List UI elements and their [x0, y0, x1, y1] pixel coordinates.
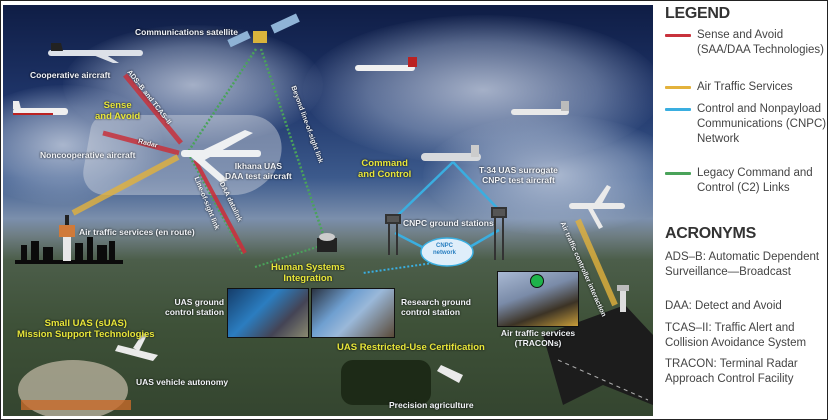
beyond-los-link: [259, 48, 327, 241]
cloud: [3, 85, 163, 205]
atc-interaction-link: [575, 218, 618, 307]
cnpc-tower-right-icon: [491, 207, 507, 260]
focus-suas-line1: Small UAS (sUAS): [44, 318, 127, 329]
cnpc-tower-left-icon: [385, 214, 401, 255]
jumbo-jet-icon: [355, 57, 417, 71]
focus-hsi-line2: Integration: [283, 273, 333, 284]
legend-swatch-blue: [665, 108, 691, 111]
research-gcs-photo: [311, 288, 395, 338]
air-traffic-en-route-link: [71, 154, 180, 216]
acronym-tracon: TRACON: Terminal Radar Approach Control …: [665, 358, 798, 385]
label-tracon-line1: Air traffic services: [500, 328, 576, 338]
legend-item-legacy-c2: Legacy Command and Control (C2) Links: [665, 166, 825, 198]
uas-gcs-photo: [227, 288, 309, 338]
predator-uas-icon: [569, 185, 625, 229]
acronym-daa: DAA: Detect and Avoid: [665, 300, 782, 312]
tracon-radar-icon: [530, 274, 544, 288]
label-research-gcs-line2: control station: [401, 307, 461, 317]
uas-nas-scene: Communications satellite Cooperative air…: [3, 5, 653, 416]
cnpc-network-cloud-icon: [420, 237, 474, 267]
label-cnpc-network-line2: network: [433, 250, 457, 256]
cessna-icon: [13, 101, 68, 115]
label-cnpc-ground-stations: CNPC ground stations: [403, 218, 494, 228]
runway-icon: [543, 305, 653, 405]
label-air-traffic-en-route: Air traffic services (en route): [79, 227, 195, 237]
city-skyline-icon: [15, 237, 123, 264]
focus-command-and-control: Command and Control: [358, 158, 411, 180]
focus-sense-and-avoid: Sense and Avoid: [95, 100, 140, 122]
satellite-icon: [227, 13, 300, 48]
label-communications-satellite: Communications satellite: [135, 27, 238, 37]
business-jet-icon: [511, 101, 569, 115]
acronym-tcas: TCAS–II: Traffic Alert and Collision Avo…: [665, 322, 807, 349]
label-t34: T-34 UAS surrogate CNPC test aircraft: [479, 165, 558, 185]
crop-field-icon: [341, 360, 431, 405]
legend-item-cnpc: Control and Nonpayload Communications (C…: [665, 102, 827, 164]
label-uas-gcs-line1: UAS ground: [174, 297, 225, 307]
focus-suas-line2: Mission Support Technologies: [17, 329, 155, 340]
label-cooperative-aircraft: Cooperative aircraft: [30, 70, 111, 80]
legend-swatch-yellow: [665, 86, 691, 89]
daa-datalink: [193, 159, 247, 254]
cnpc-link: [362, 262, 434, 274]
legend-title: LEGEND: [665, 5, 730, 22]
label-t34-line1: T-34 UAS surrogate: [479, 165, 558, 175]
legend-label: Sense and Avoid (SAA/DAA Technologies): [697, 29, 824, 56]
label-cnpc-network-line1: CNPC: [436, 243, 454, 249]
cnpc-link: [467, 228, 500, 250]
cloud: [423, 115, 653, 235]
label-tracon-line2: (TRACONs): [514, 338, 562, 348]
ikhana-uas-icon: [181, 130, 261, 183]
label-noncooperative-aircraft: Noncooperative aircraft: [40, 150, 136, 160]
legend-label: Air Traffic Services: [697, 81, 793, 93]
focus-command-control-line1: Command: [361, 158, 408, 169]
communication-links: [13, 13, 653, 416]
legend-swatch-red: [665, 34, 691, 37]
control-tower-icon: [59, 215, 75, 261]
adsb-tcas-link: [123, 73, 183, 145]
legacy-c2-link: [184, 48, 258, 156]
airliner-icon: [48, 43, 143, 63]
t34-aircraft-icon: [421, 145, 481, 161]
label-ikhana-line1: Ikhana UAS: [234, 161, 282, 171]
label-tracon: Air traffic services (TRACONs): [497, 328, 579, 348]
agri-uas-icon: [437, 365, 463, 383]
acronyms-title: ACRONYMS: [665, 225, 756, 242]
airport-tower-icon: [617, 285, 629, 312]
legend-swatch-green: [665, 172, 691, 175]
label-uas-gcs: UAS ground control station: [165, 297, 224, 317]
line-of-sight-link: [189, 156, 244, 256]
legend-label: Control and Nonpayload Communications (C…: [697, 103, 827, 145]
label-cnpc-network: CNPC network: [433, 243, 456, 257]
label-ikhana-line2: DAA test aircraft: [225, 171, 292, 181]
label-uas-gcs-line2: control station: [165, 307, 225, 317]
focus-human-systems-integration: Human Systems Integration: [271, 262, 345, 284]
focus-command-control-line2: and Control: [358, 169, 412, 180]
label-research-gcs: Research ground control station: [401, 297, 471, 317]
legend-panel: LEGEND Sense and Avoid (SAA/DAA Technolo…: [660, 0, 826, 418]
legend-item-air-traffic: Air Traffic Services: [665, 80, 825, 96]
satellite-dish-icon: [317, 233, 337, 252]
wildfire-icon: [18, 360, 131, 416]
cnpc-link: [452, 161, 500, 211]
label-ikhana: Ikhana UAS DAA test aircraft: [225, 161, 292, 181]
label-uas-vehicle-autonomy: UAS vehicle autonomy: [136, 377, 229, 387]
focus-small-uas: Small UAS (sUAS) Mission Support Technol…: [17, 318, 155, 340]
label-precision-agriculture: Precision agriculture: [389, 400, 474, 410]
focus-hsi-line1: Human Systems: [271, 262, 345, 273]
legend-label: Legacy Command and Control (C2) Links: [697, 167, 813, 194]
focus-restricted-use-certification: UAS Restricted-Use Certification: [337, 342, 485, 353]
acronym-adsb: ADS–B: Automatic Dependent Surveillance—…: [665, 251, 820, 278]
small-uas-icon: [115, 333, 158, 361]
focus-sense-and-avoid-line1: Sense: [103, 100, 132, 111]
label-t34-line2: CNPC test aircraft: [482, 175, 555, 185]
label-research-gcs-line1: Research ground: [401, 297, 471, 307]
legend-item-sense-avoid: Sense and Avoid (SAA/DAA Technologies): [665, 28, 825, 76]
focus-sense-and-avoid-line2: and Avoid: [95, 111, 141, 122]
cnpc-link: [394, 161, 454, 219]
radar-link: [102, 130, 180, 156]
